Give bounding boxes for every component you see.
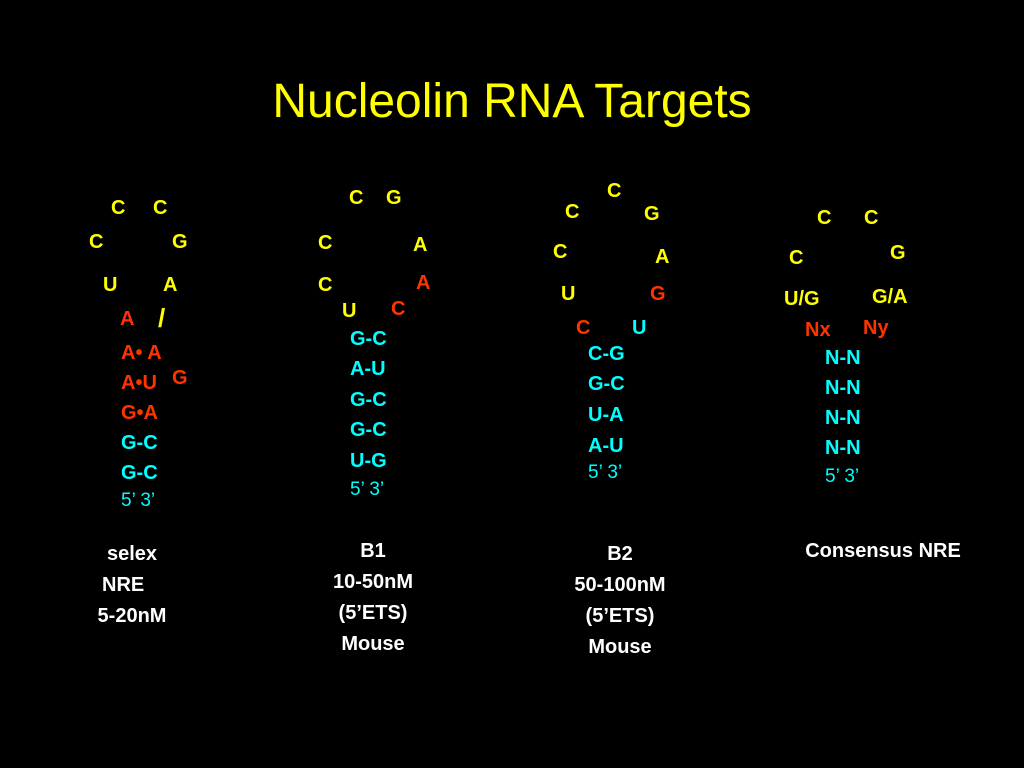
- stem-pair: N-N: [825, 347, 861, 369]
- loop-nucleotide: G: [386, 187, 402, 209]
- stem-pair: G-C: [350, 328, 387, 350]
- loop-nucleotide: U: [632, 317, 647, 339]
- stem-pair: A-U: [350, 358, 386, 380]
- caption-line: 50-100nM: [574, 574, 666, 596]
- bulge-nucleotide: A: [416, 272, 431, 294]
- bulge-nucleotide: G: [650, 283, 666, 305]
- loop-nucleotide: C: [318, 232, 333, 254]
- caption-line: 10-50nM: [332, 571, 414, 593]
- bulge-nucleotide: C: [391, 298, 406, 320]
- loop-nucleotide: C: [864, 207, 879, 229]
- stem-pair: G-C: [121, 432, 158, 454]
- stem-pair: G-C: [350, 419, 387, 441]
- stem-pair: G-C: [350, 389, 387, 411]
- strand-ends-label: 5’ 3’: [825, 466, 860, 487]
- variable-nucleotides: Ny: [863, 317, 889, 339]
- stem-pair: U-G: [350, 450, 387, 472]
- loop-nucleotide: G/A: [872, 286, 908, 308]
- stem-pair: C-G: [588, 343, 625, 365]
- loop-nucleotide: A: [655, 246, 670, 268]
- noncanonical-pair: A• A: [121, 342, 162, 364]
- stem-pair: G-C: [588, 373, 625, 395]
- strand-ends-label: 5’ 3’: [121, 490, 156, 511]
- stem-pair: N-N: [825, 377, 861, 399]
- caption-line: (5’ETS): [338, 602, 408, 624]
- strand-ends-label: 5’ 3’: [588, 462, 623, 483]
- loop-nucleotide: G: [890, 242, 906, 264]
- loop-nucleotide: C: [553, 241, 568, 263]
- bulge-nucleotide: A: [120, 308, 135, 330]
- caption-line: Mouse: [588, 636, 652, 658]
- caption-line: Mouse: [341, 633, 405, 655]
- bulge-nucleotide: C: [576, 317, 591, 339]
- caption-line: 5-20nM: [97, 605, 167, 627]
- caption-line: Consensus NRE: [805, 540, 961, 562]
- stem-pair: N-N: [825, 407, 861, 429]
- strand-ends-label: 5’ 3’: [350, 479, 385, 500]
- caption-line: B1: [360, 540, 386, 562]
- caption-line: NRE: [102, 574, 145, 596]
- stem-pair: G-C: [121, 462, 158, 484]
- variable-nucleotides: Nx: [805, 319, 831, 341]
- b1-caption: B1 10-50nM (5’ETS) Mouse: [303, 536, 443, 660]
- loop-nucleotide: U: [561, 283, 576, 305]
- noncanonical-pair: G•A: [121, 402, 159, 424]
- bulge-nucleotide: G: [172, 367, 188, 389]
- loop-nucleotide: G: [172, 231, 188, 253]
- slide-title: Nucleolin RNA Targets: [272, 75, 752, 128]
- loop-nucleotide: U: [103, 274, 118, 296]
- loop-nucleotide: C: [607, 180, 622, 202]
- loop-nucleotide: A: [163, 274, 178, 296]
- b2-caption: B2 50-100nM (5’ETS) Mouse: [545, 539, 695, 663]
- caption-line: selex: [106, 543, 158, 565]
- caption-line: (5’ETS): [585, 605, 655, 627]
- stem-pair: U-A: [588, 404, 624, 426]
- loop-nucleotide: C: [789, 247, 804, 269]
- selex-caption: selex NRE 5-20nM: [80, 539, 184, 632]
- loop-nucleotide: U/G: [784, 288, 820, 310]
- noncanonical-pair: A•U: [121, 372, 157, 394]
- loop-nucleotide: C: [565, 201, 580, 223]
- loop-nucleotide: A: [413, 234, 428, 256]
- slash-mark: /: [158, 303, 166, 333]
- loop-nucleotide: C: [111, 197, 126, 219]
- caption-line: B2: [607, 543, 633, 565]
- loop-nucleotide: C: [349, 187, 364, 209]
- loop-nucleotide: C: [89, 231, 104, 253]
- loop-nucleotide: U: [342, 300, 357, 322]
- stem-pair: A-U: [588, 435, 624, 457]
- loop-nucleotide: C: [817, 207, 832, 229]
- loop-nucleotide: G: [644, 203, 660, 225]
- consensus-caption: Consensus NRE: [770, 536, 996, 567]
- stem-pair: N-N: [825, 437, 861, 459]
- loop-nucleotide: C: [153, 197, 168, 219]
- loop-nucleotide: C: [318, 274, 333, 296]
